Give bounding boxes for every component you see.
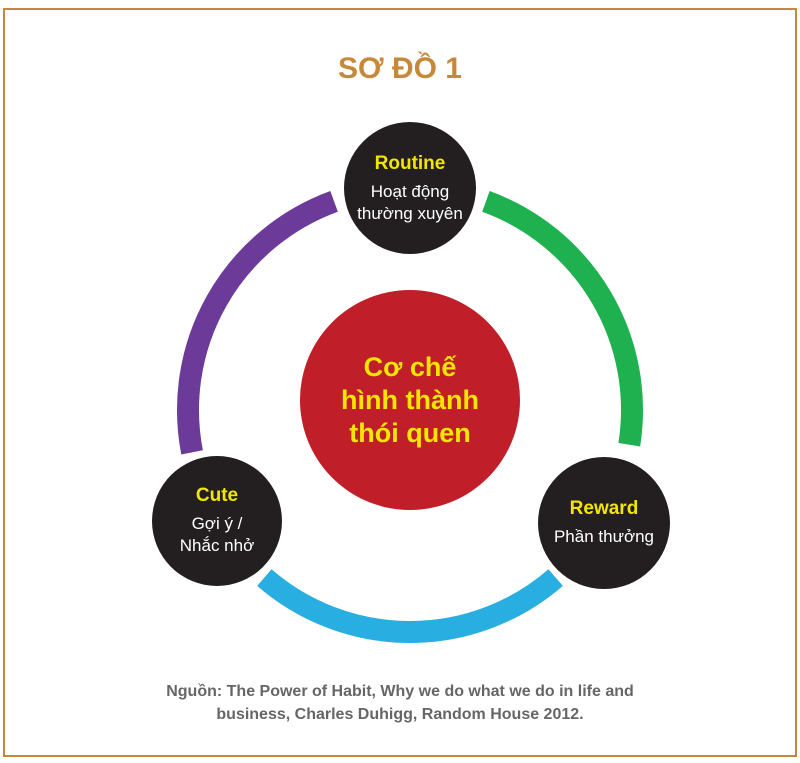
frame-border [3,8,797,757]
reward-line-1: Phần thưởng [553,527,655,546]
routine-circle [344,122,476,254]
center-line-1: Cơ chế [363,351,457,382]
arc-routine-to-reward [482,191,643,447]
source-citation: Nguồn: The Power of Habit, Why we do wha… [0,680,800,726]
cue-circle [152,456,282,586]
diagram-title: SƠ ĐỒ 1 [338,52,462,85]
center-line-2: hình thành [341,384,479,415]
source-line-2: business, Charles Duhigg, Random House 2… [216,706,584,723]
reward-node: Reward Phần thưởng [538,460,670,586]
center-line-3: thói quen [349,417,471,448]
reward-key: Reward [569,498,639,519]
routine-line-1: Hoạt động [370,182,450,201]
center-circle [300,290,520,510]
cue-node: Cute Gợi ý / Nhắc nhở [152,458,282,584]
arc-cue-to-routine [177,191,338,455]
cue-key: Cute [195,485,239,506]
routine-node: Routine Hoạt động thường xuyên [344,126,476,252]
reward-circle [538,457,670,589]
cue-line-1: Gợi ý / [191,514,243,533]
source-line-1: Nguồn: The Power of Habit, Why we do wha… [166,683,634,700]
center-label: Cơ chế hình thành thói quen [300,300,520,500]
routine-key: Routine [374,153,446,174]
arc-reward-to-cue [257,569,563,643]
routine-line-2: thường xuyên [357,204,463,223]
cue-line-2: Nhắc nhở [179,536,255,555]
